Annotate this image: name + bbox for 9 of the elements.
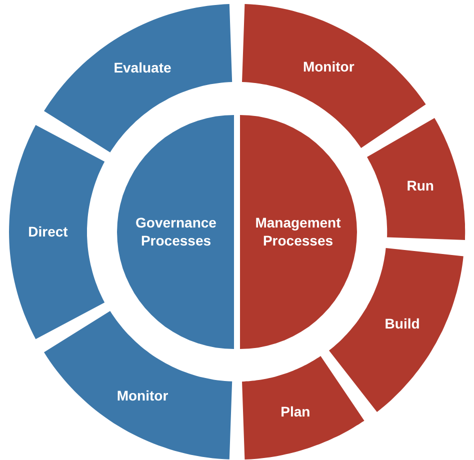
- segment-label: Evaluate: [114, 60, 172, 78]
- segment-label: Plan: [280, 402, 310, 420]
- segment-label: Monitor: [302, 58, 354, 76]
- segment-label: Monitor: [116, 386, 168, 404]
- segment-label: Build: [384, 314, 420, 332]
- segment-label: Run: [406, 178, 434, 196]
- process-label: Governance Processes: [134, 214, 218, 250]
- segment-label: Direct: [28, 223, 68, 241]
- process-label: Management Processes: [254, 214, 342, 250]
